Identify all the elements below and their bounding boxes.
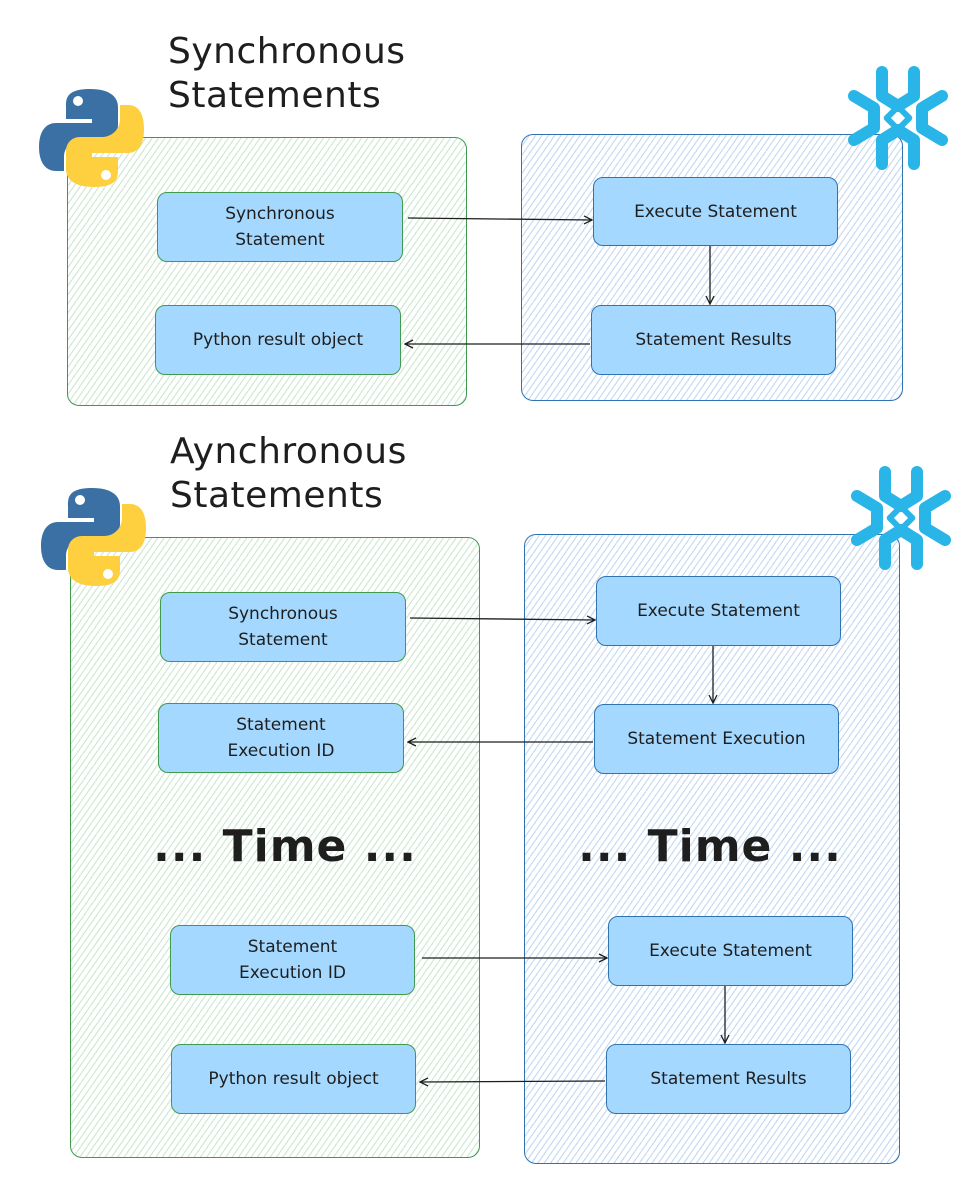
time-label-right: ... Time ... (578, 821, 842, 872)
sync-title-line2: Statements (168, 75, 382, 116)
sync-node-statement-results: Statement Results (591, 305, 836, 375)
async-node-execute-statement: Execute Statement (596, 576, 841, 646)
snowflake-logo-icon (842, 62, 954, 174)
sync-title-line1: Synchronous (168, 31, 406, 72)
async-node-statement-execution-id: Statement Execution ID (158, 703, 404, 773)
async-title: Aynchronous Statements (170, 430, 407, 518)
async-node-execute-statement-2: Execute Statement (608, 916, 853, 986)
sync-node-python-result: Python result object (155, 305, 401, 375)
async-node-python-result: Python result object (171, 1044, 416, 1114)
time-label-left: ... Time ... (153, 821, 417, 872)
async-node-statement-execution: Statement Execution (594, 704, 839, 774)
async-node-statement-results: Statement Results (606, 1044, 851, 1114)
async-title-line1: Aynchronous (170, 431, 407, 472)
async-node-synchronous-statement: Synchronous Statement (160, 592, 406, 662)
snowflake-logo-icon (845, 462, 957, 574)
sync-node-execute-statement: Execute Statement (593, 177, 838, 246)
async-node-statement-execution-id-2: Statement Execution ID (170, 925, 415, 995)
async-title-line2: Statements (170, 475, 384, 516)
sync-node-synchronous-statement: Synchronous Statement (157, 192, 403, 262)
python-logo-icon (38, 482, 148, 592)
python-logo-icon (36, 83, 146, 193)
sync-title: Synchronous Statements (168, 30, 406, 118)
